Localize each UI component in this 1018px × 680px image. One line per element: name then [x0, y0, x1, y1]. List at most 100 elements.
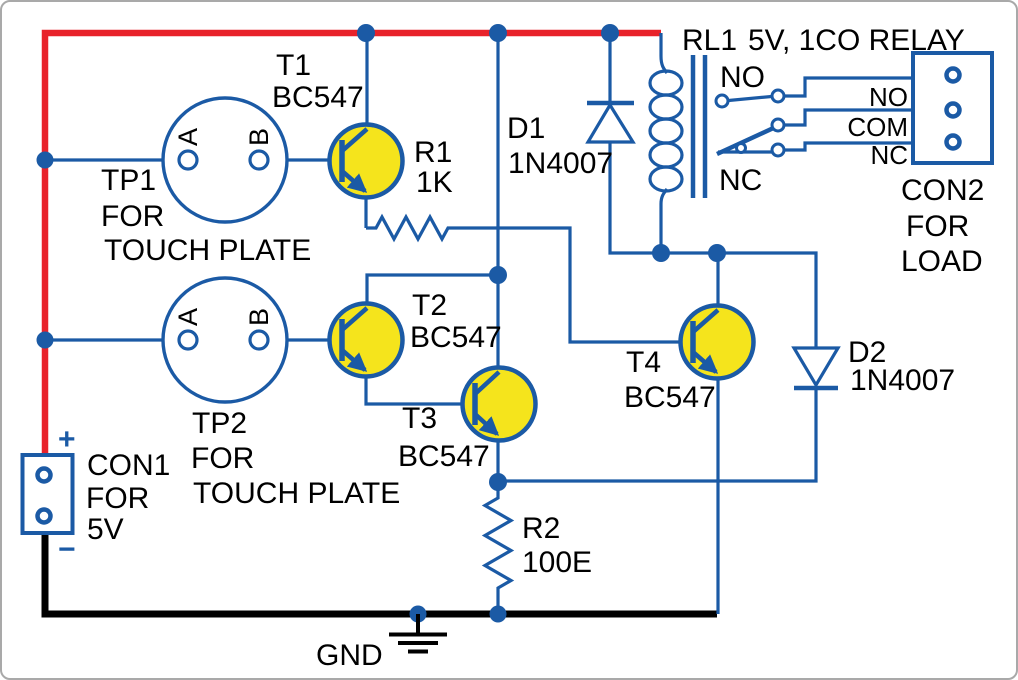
t2-transistor: T2 BC547 — [327, 289, 502, 379]
tp2-body — [161, 276, 289, 404]
con2-pin-no — [944, 66, 962, 84]
relay-nc-pivot — [735, 142, 747, 154]
wire-r2 — [481, 482, 515, 614]
relay-no-terminal — [770, 88, 786, 104]
t3-part: BC547 — [398, 440, 490, 473]
tp1-line3: TOUCH PLATE — [104, 234, 311, 267]
tp2-line3: TOUCH PLATE — [193, 477, 400, 510]
r2-value: 100E — [522, 546, 592, 579]
con2-connector: NO COM NC CON2 FOR LOAD — [847, 51, 994, 278]
junction-dots — [36, 24, 726, 623]
relay-ref: RL1 — [682, 24, 737, 57]
r2-resistor: R2 100E — [522, 512, 592, 579]
junction-dot — [708, 244, 726, 262]
relay-no-line — [728, 94, 772, 103]
d1-ref: D1 — [507, 112, 545, 145]
t4-part: BC547 — [624, 381, 716, 414]
con2-pin-no-label: NO — [869, 82, 908, 112]
tp1-line2: FOR — [101, 200, 164, 233]
relay-no-label: NO — [720, 61, 765, 94]
con1-plus-sign: + — [58, 423, 76, 456]
con1-line2: FOR — [86, 482, 149, 515]
d2-diode: D2 1N4007 — [791, 336, 955, 397]
t4-transistor: T4 BC547 — [624, 303, 756, 414]
tp2-terminal-b-label: B — [244, 308, 274, 326]
tp1-terminal-b — [248, 149, 270, 171]
con2-pin-nc — [944, 133, 962, 151]
t1-ref: T1 — [276, 49, 311, 82]
relay-coil-loop — [648, 141, 684, 169]
wire-t2-collector — [365, 273, 498, 307]
relay-coil-bottom-hook — [659, 188, 669, 253]
junction-dot — [489, 266, 507, 284]
positive-rail — [41, 29, 661, 456]
t1-emitter-lead — [340, 169, 368, 193]
con2-pin-com-label: COM — [847, 112, 908, 142]
r1-ref: R1 — [414, 136, 452, 169]
junction-dot — [489, 24, 507, 42]
junction-dot — [489, 473, 507, 491]
con2-ref: CON2 — [901, 174, 984, 207]
ground-symbol: GND — [316, 614, 447, 672]
relay-coil-top-hook — [659, 33, 669, 74]
con1-ref: CON1 — [87, 449, 170, 482]
rl1-relay: RL1 5V, 1CO RELAY NO NC — [648, 24, 965, 253]
con1-line3: 5V — [87, 513, 124, 546]
r1-value: 1K — [416, 166, 453, 199]
relay-nc-terminal — [770, 142, 786, 158]
d2-triangle — [791, 346, 841, 389]
con2-line3: LOAD — [901, 245, 983, 278]
con2-line2: FOR — [906, 210, 969, 243]
r2-ref: R2 — [522, 512, 560, 545]
ground-rail — [41, 533, 717, 618]
t3-emitter-lead — [473, 412, 500, 436]
relay-nc-label: NC — [719, 164, 762, 197]
t3-transistor: T3 BC547 — [398, 365, 538, 473]
wire-com-to-con2 — [784, 108, 913, 127]
d2-part: 1N4007 — [850, 364, 955, 397]
tp2-terminal-a-label: A — [173, 308, 203, 326]
t2-emitter-lead — [340, 348, 368, 372]
relay-coil-loop — [648, 69, 684, 97]
tp2-touch-plate: A B TP2 FOR TOUCH PLATE — [161, 276, 400, 510]
con1-pin-plus — [35, 466, 53, 484]
wire-nc-to-con2 — [784, 141, 913, 152]
d1-part: 1N4007 — [508, 147, 613, 180]
t1-collector-lead — [340, 127, 369, 153]
tp1-terminal-a-label: A — [173, 128, 203, 146]
d1-diode: D1 1N4007 — [507, 100, 636, 180]
t4-emitter-lead — [691, 350, 719, 374]
t2-ref: T2 — [412, 289, 447, 322]
d2-ref: D2 — [848, 336, 886, 369]
t3-ref: T3 — [402, 402, 437, 435]
ground-label: GND — [316, 639, 383, 672]
junction-dot — [36, 331, 54, 349]
tp1-touch-plate: A B TP1 FOR TOUCH PLATE — [101, 96, 311, 267]
junction-dot — [601, 24, 619, 42]
wire-t2-emitter-to-t3-base — [364, 373, 475, 406]
tp1-terminal-b-label: B — [244, 128, 274, 146]
relay-coil-loop — [648, 93, 684, 121]
relay-armature — [716, 125, 775, 157]
tp1-ref: TP1 — [101, 164, 156, 197]
t1-part: BC547 — [272, 81, 364, 114]
t2-part: BC547 — [410, 321, 502, 354]
tp2-line2: FOR — [191, 442, 254, 475]
wire-no-to-con2 — [784, 76, 913, 98]
wire-r1-to-t4-base — [366, 213, 693, 344]
d1-triangle — [585, 101, 636, 144]
junction-dot — [36, 151, 54, 169]
junction-dot — [357, 24, 375, 42]
relay-coil-loop — [648, 117, 684, 145]
con1-pin-minus — [35, 507, 53, 525]
r1-resistor: R1 1K — [414, 136, 453, 199]
tp2-terminal-b — [248, 329, 270, 351]
t2-collector-lead — [340, 306, 369, 332]
tp1-terminal-a — [177, 149, 199, 171]
wire-emitter-line-to-d2 — [498, 388, 818, 483]
tp2-terminal-a — [177, 329, 199, 351]
relay-no-contact — [714, 93, 730, 109]
tp2-ref: TP2 — [192, 407, 247, 440]
con2-pin-nc-label: NC — [870, 140, 908, 170]
